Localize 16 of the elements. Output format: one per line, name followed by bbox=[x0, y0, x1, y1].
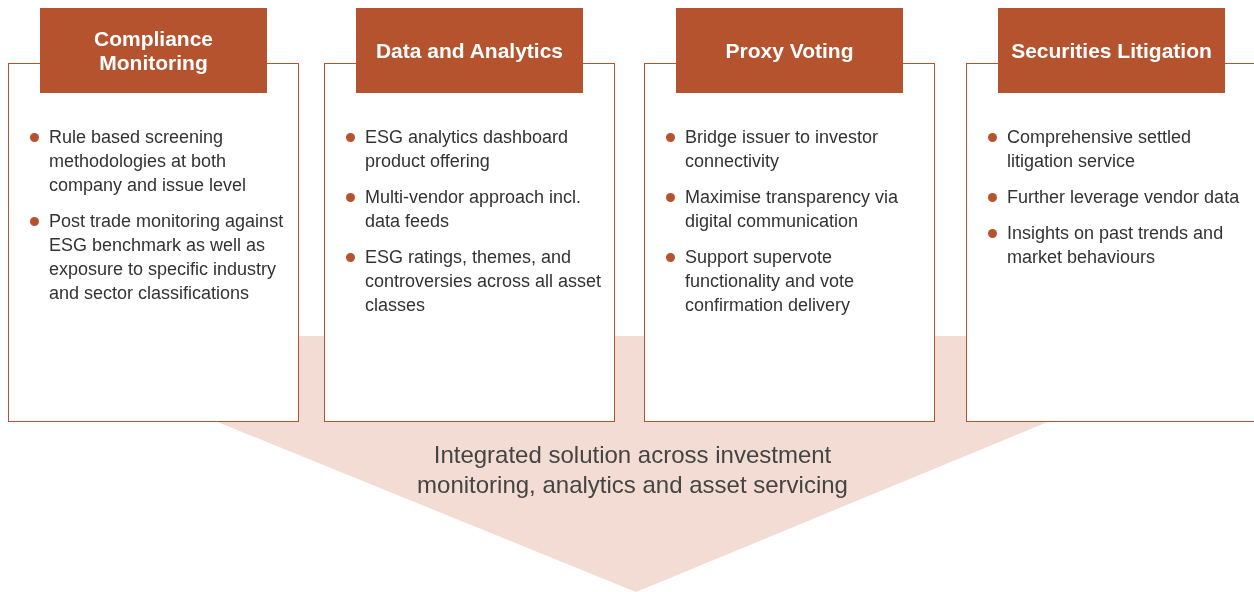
heading-banner: Compliance Monitoring bbox=[40, 8, 267, 93]
bullet-text: Bridge issuer to investor connectivity bbox=[685, 126, 880, 173]
arrow-text: Integrated solution across investment monitoring, analytics and asset servicing bbox=[416, 440, 849, 500]
bullet-text: Post trade monitoring against ESG benchmark as well as exposure to specific industry and sector classifications bbox=[49, 210, 285, 305]
bullet-text: Further leverage vendor data bbox=[1007, 186, 1241, 209]
bullet-text: Rule based screening methodologies at both company and issue level bbox=[49, 126, 248, 197]
bullet-text: Support supervote functionality and vote confirmation delivery bbox=[685, 246, 856, 317]
heading-banner: Securities Litigation bbox=[998, 8, 1225, 93]
heading-banner: Proxy Voting bbox=[676, 8, 903, 93]
bullet-text: ESG analytics dashboard product offering bbox=[365, 126, 570, 173]
bullet-text: Insights on past trends and market behaviours bbox=[1007, 222, 1225, 269]
bullet-text: Maximise transparency via digital communication bbox=[685, 186, 900, 233]
bullet-text: Comprehensive settled litigation service bbox=[1007, 126, 1193, 173]
heading-banner: Data and Analytics bbox=[356, 8, 583, 93]
bullet-text: ESG ratings, themes, and controversies across all asset classes bbox=[365, 246, 603, 317]
bullet-text: Multi-vendor approach incl. data feeds bbox=[365, 186, 583, 233]
